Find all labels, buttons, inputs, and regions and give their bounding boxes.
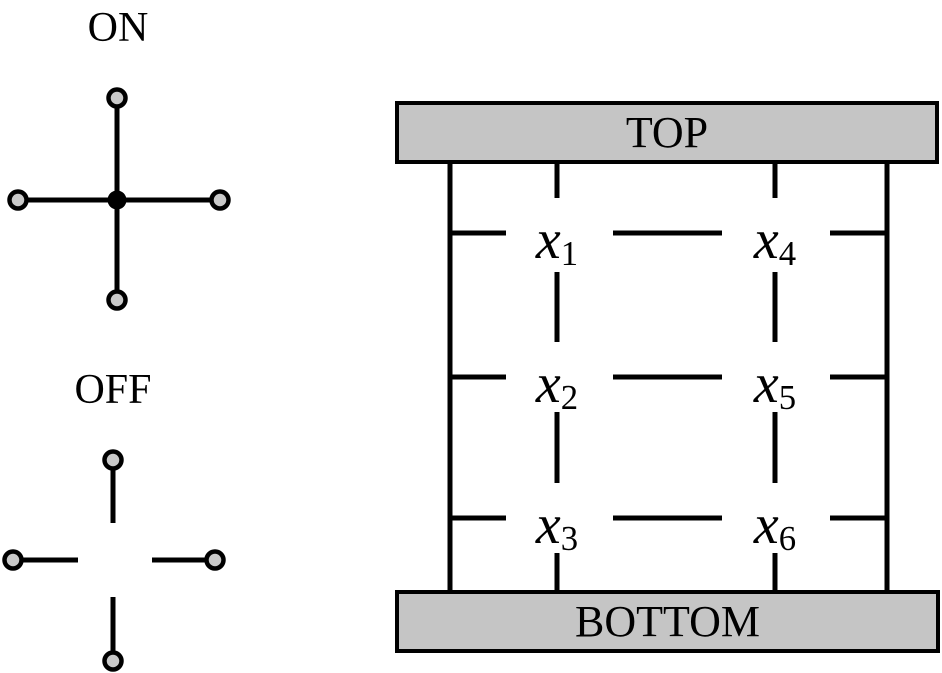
switch-x2-base: x bbox=[535, 353, 561, 415]
off-state-label: OFF bbox=[74, 367, 152, 413]
off-terminal-bottom-icon bbox=[102, 650, 124, 672]
off-terminal-top-icon bbox=[102, 449, 124, 471]
top-bus-bar: TOP bbox=[395, 101, 939, 164]
on-state-label: ON bbox=[87, 5, 149, 51]
on-center-junction-dot bbox=[107, 190, 127, 210]
on-terminal-bottom-icon bbox=[106, 289, 128, 311]
on-terminal-right-icon bbox=[209, 189, 231, 211]
bottom-bus-bar: BOTTOM bbox=[395, 590, 940, 653]
switch-label-x6: x6 bbox=[753, 494, 796, 556]
switch-x5-subscript: 5 bbox=[778, 377, 797, 417]
top-bus-bar-label: TOP bbox=[625, 107, 709, 157]
off-switch-symbol bbox=[2, 449, 226, 672]
switch-x4-base: x bbox=[753, 209, 779, 271]
switch-x1-subscript: 1 bbox=[560, 233, 579, 273]
switch-label-x1: x1 bbox=[535, 209, 578, 271]
switch-x6-base: x bbox=[753, 494, 779, 556]
bottom-bus-bar-label: BOTTOM bbox=[575, 596, 760, 646]
on-switch-symbol bbox=[7, 87, 231, 311]
switch-x3-subscript: 3 bbox=[560, 518, 579, 558]
on-terminal-left-icon bbox=[7, 189, 29, 211]
switch-x2-subscript: 2 bbox=[560, 377, 579, 417]
switch-x4-subscript: 4 bbox=[778, 233, 797, 273]
switch-label-x2: x2 bbox=[535, 353, 578, 415]
switch-label-x3: x3 bbox=[535, 494, 578, 556]
off-terminal-left-icon bbox=[2, 549, 24, 571]
on-terminal-top-icon bbox=[106, 87, 128, 109]
off-terminal-right-icon bbox=[204, 549, 226, 571]
switch-x1-base: x bbox=[535, 209, 561, 271]
switch-x6-subscript: 6 bbox=[778, 518, 797, 558]
switch-network-wiring bbox=[447, 164, 890, 590]
switch-x3-base: x bbox=[535, 494, 561, 556]
switch-label-x4: x4 bbox=[753, 209, 796, 271]
switch-label-x5: x5 bbox=[753, 353, 796, 415]
switch-x5-base: x bbox=[753, 353, 779, 415]
